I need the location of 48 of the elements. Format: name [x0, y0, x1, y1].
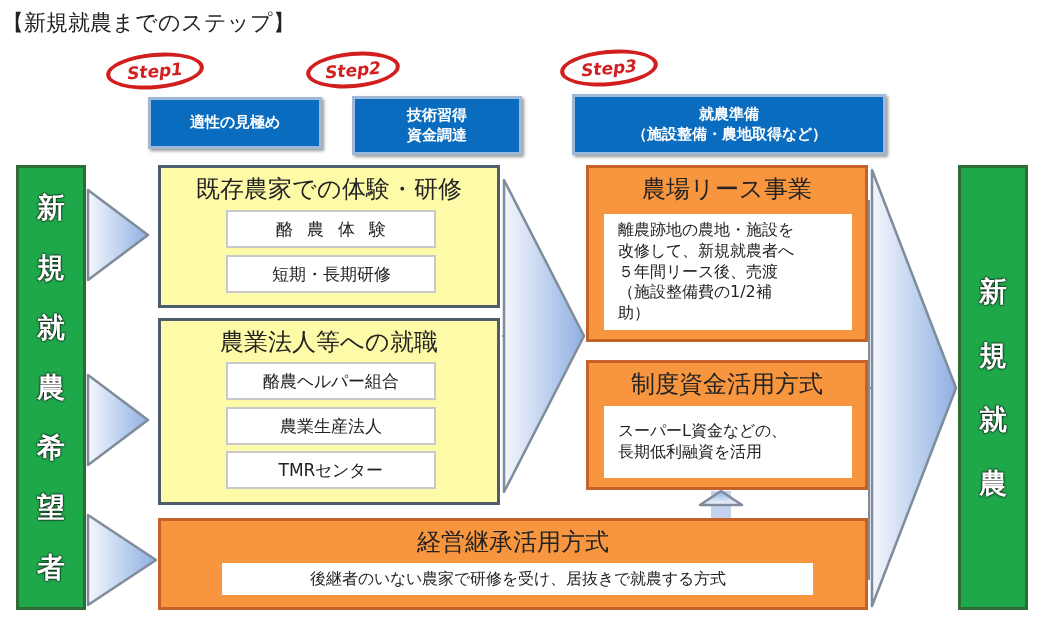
route-panel [158, 318, 500, 505]
step-title: （施設整備・農地取得など） [631, 124, 827, 144]
item-label: 農業生産法人 [280, 414, 382, 438]
panel-label: 新規就農 [978, 273, 1008, 502]
panel-heading: 農業法人等への就職 [220, 327, 438, 358]
item-box [226, 451, 436, 489]
step-header [148, 97, 322, 149]
chevron-arrow [501, 178, 586, 494]
title: 【新規就農までのステップ】 [2, 9, 295, 37]
chevron-arrow [86, 513, 158, 607]
panel-heading: 経営継承活用方式 [417, 527, 609, 558]
step-title: 技術習得 [407, 106, 467, 126]
step-title: 就農準備 [699, 105, 759, 125]
step-label: Step1 [126, 57, 184, 85]
item-label: TMRセンター [278, 458, 384, 482]
item-label: 短期・長期研修 [271, 262, 391, 286]
method-panel [158, 518, 868, 610]
note-box [604, 406, 852, 478]
step-title: 資金調達 [407, 125, 467, 145]
item-box [226, 210, 436, 248]
step-header [572, 94, 886, 155]
note-box [222, 563, 813, 595]
route-panel [158, 165, 500, 308]
item-label: 酪農ヘルパー組合 [263, 369, 399, 393]
note-text: 後継者のいない農家で研修を受け、居抜きで就農する方式 [309, 568, 726, 590]
note-text: 離農跡地の農地・施設を改修して、新規就農者へ５年間リース後、売渡（施設整備費の1/2補助） [618, 220, 795, 324]
panel-heading: 制度資金活用方式 [631, 369, 823, 400]
item-box [226, 362, 436, 400]
block-arrow [698, 489, 744, 518]
side-panel [958, 165, 1028, 610]
item-box [226, 255, 436, 293]
step-header [352, 96, 522, 155]
step-title: 適性の見極め [190, 113, 280, 133]
panel-heading: 農場リース事業 [642, 174, 812, 205]
method-panel [586, 360, 868, 490]
side-panel [16, 165, 86, 610]
step-label: Step3 [580, 54, 638, 82]
note-box [604, 214, 852, 330]
chevron-arrow [868, 168, 958, 608]
chevron-arrow [86, 188, 150, 282]
note-text: スーパーL資金などの、長期低利融資を活用 [618, 421, 788, 463]
chevron-arrow [86, 373, 150, 467]
item-box [226, 407, 436, 445]
method-panel [586, 165, 868, 342]
item-label: 酪 農 体 験 [276, 217, 386, 241]
panel-heading: 既存農家での体験・研修 [196, 174, 462, 205]
step-label: Step2 [324, 56, 382, 84]
panel-label: 新規就農希望者 [36, 189, 66, 586]
